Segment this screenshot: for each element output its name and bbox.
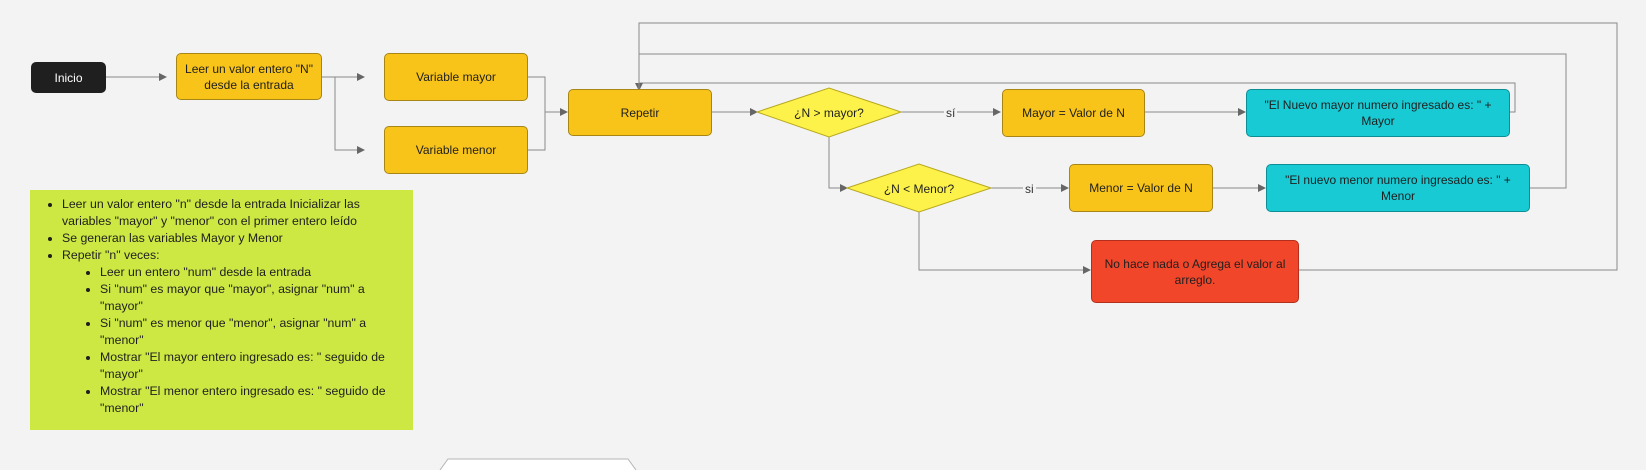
inicio-node[interactable]: Inicio bbox=[31, 62, 106, 93]
inicio-label: Inicio bbox=[54, 70, 83, 85]
note-item: Se generan las variables Mayor y Menor bbox=[62, 230, 405, 247]
note-subitem: Leer un entero "num" desde la entrada bbox=[100, 264, 405, 281]
variable-mayor-node[interactable]: Variable mayor bbox=[384, 53, 528, 101]
decision-mayor-label: ¿N > mayor? bbox=[794, 105, 864, 120]
no-hace-nada-label: No hace nada o Agrega el valor al arregl… bbox=[1104, 256, 1286, 287]
edge-var-menor-repetir bbox=[526, 112, 546, 151]
repetir-node[interactable]: Repetir bbox=[568, 89, 712, 136]
edge-var-mayor-repetir bbox=[526, 76, 568, 116]
no-hace-nada-node[interactable]: No hace nada o Agrega el valor al arregl… bbox=[1091, 240, 1299, 303]
edge-leer-var-menor bbox=[334, 77, 365, 154]
note-item-text: Repetir "n" veces: bbox=[62, 248, 160, 262]
edge-no-hace-loop bbox=[638, 22, 1618, 271]
output-menor-label: "El nuevo menor numero ingresado es: " +… bbox=[1285, 173, 1511, 203]
leer-label: Leer un valor entero "N" desde la entrad… bbox=[185, 61, 313, 92]
note-subitem: Si "num" es mayor que "mayor", asignar "… bbox=[100, 281, 405, 315]
edge-label-si-mayor: sí bbox=[944, 106, 958, 120]
note-subitem: Si "num" es menor que "menor", asignar "… bbox=[100, 315, 405, 349]
variable-menor-node[interactable]: Variable menor bbox=[384, 126, 528, 174]
bottom-panel-tab bbox=[439, 458, 637, 470]
asignar-menor-label: Menor = Valor de N bbox=[1089, 181, 1193, 195]
note-sublist: Leer un entero "num" desde la entrada Si… bbox=[62, 264, 405, 417]
asignar-mayor-node[interactable]: Mayor = Valor de N bbox=[1002, 89, 1145, 137]
asignar-mayor-label: Mayor = Valor de N bbox=[1022, 106, 1125, 120]
variable-menor-label: Variable menor bbox=[415, 143, 497, 157]
repetir-label: Repetir bbox=[620, 105, 660, 120]
edge-cond-mayor-cond-menor bbox=[828, 137, 848, 192]
edge-label-si-menor: si bbox=[1023, 182, 1036, 196]
decision-menor-label: ¿N < Menor? bbox=[883, 181, 955, 196]
decision-menor-diamond bbox=[845, 163, 993, 213]
output-mayor-label: "El Nuevo mayor numero ingresado es: " +… bbox=[1264, 98, 1492, 128]
note-item: Leer un valor entero "n" desde la entrad… bbox=[62, 196, 405, 230]
output-menor-node[interactable]: "El nuevo menor numero ingresado es: " +… bbox=[1266, 164, 1530, 212]
sticky-note[interactable]: Leer un valor entero "n" desde la entrad… bbox=[30, 190, 413, 430]
decision-mayor-diamond bbox=[755, 87, 903, 138]
asignar-menor-node[interactable]: Menor = Valor de N bbox=[1069, 164, 1213, 212]
note-subitem: Mostrar "El menor entero ingresado es: "… bbox=[100, 383, 405, 417]
variable-mayor-label: Variable mayor bbox=[416, 70, 496, 84]
note-subitem: Mostrar "El mayor entero ingresado es: "… bbox=[100, 349, 405, 383]
note-item: Repetir "n" veces: Leer un entero "num" … bbox=[62, 247, 405, 417]
note-list: Leer un valor entero "n" desde la entrad… bbox=[38, 196, 405, 417]
output-mayor-node[interactable]: "El Nuevo mayor numero ingresado es: " +… bbox=[1246, 89, 1510, 137]
edge-cond-menor-no-hace bbox=[918, 212, 1091, 274]
leer-node[interactable]: Leer un valor entero "N" desde la entrad… bbox=[176, 53, 322, 100]
